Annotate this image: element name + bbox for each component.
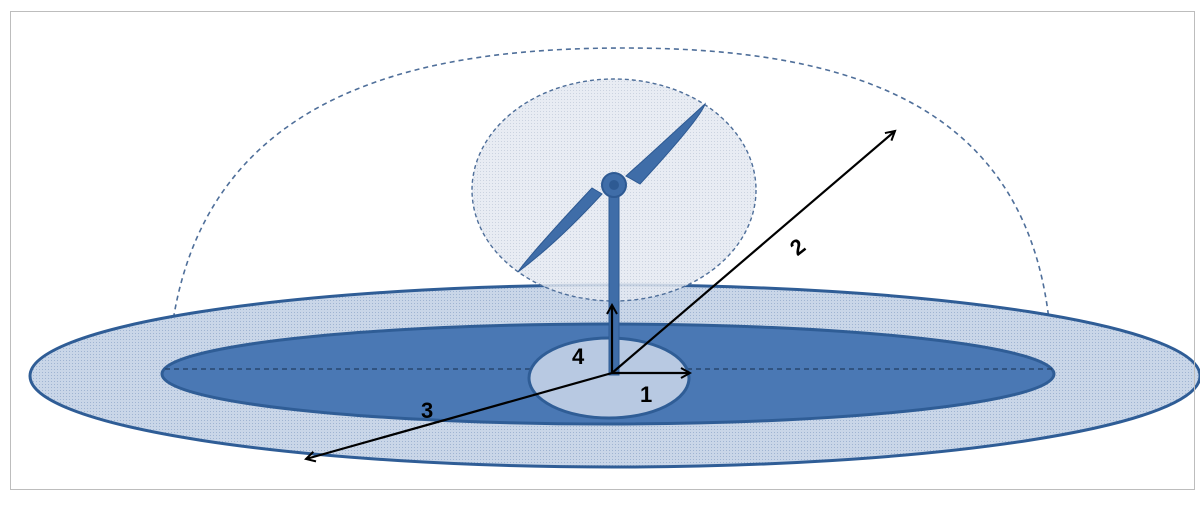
arrow-3-outer-radius [306,371,613,459]
arrow-2-dome-radius [611,131,895,374]
turbine-blade-lower [517,187,603,273]
label-arrow-4: 4 [572,344,585,369]
turbine-blade-upper [625,102,706,185]
outer-dome-outline [167,47,1051,373]
label-arrow-1: 1 [640,382,652,407]
turbine-hub-center [609,180,619,190]
figure-border [10,11,1195,490]
label-arrow-3: 3 [421,398,433,423]
